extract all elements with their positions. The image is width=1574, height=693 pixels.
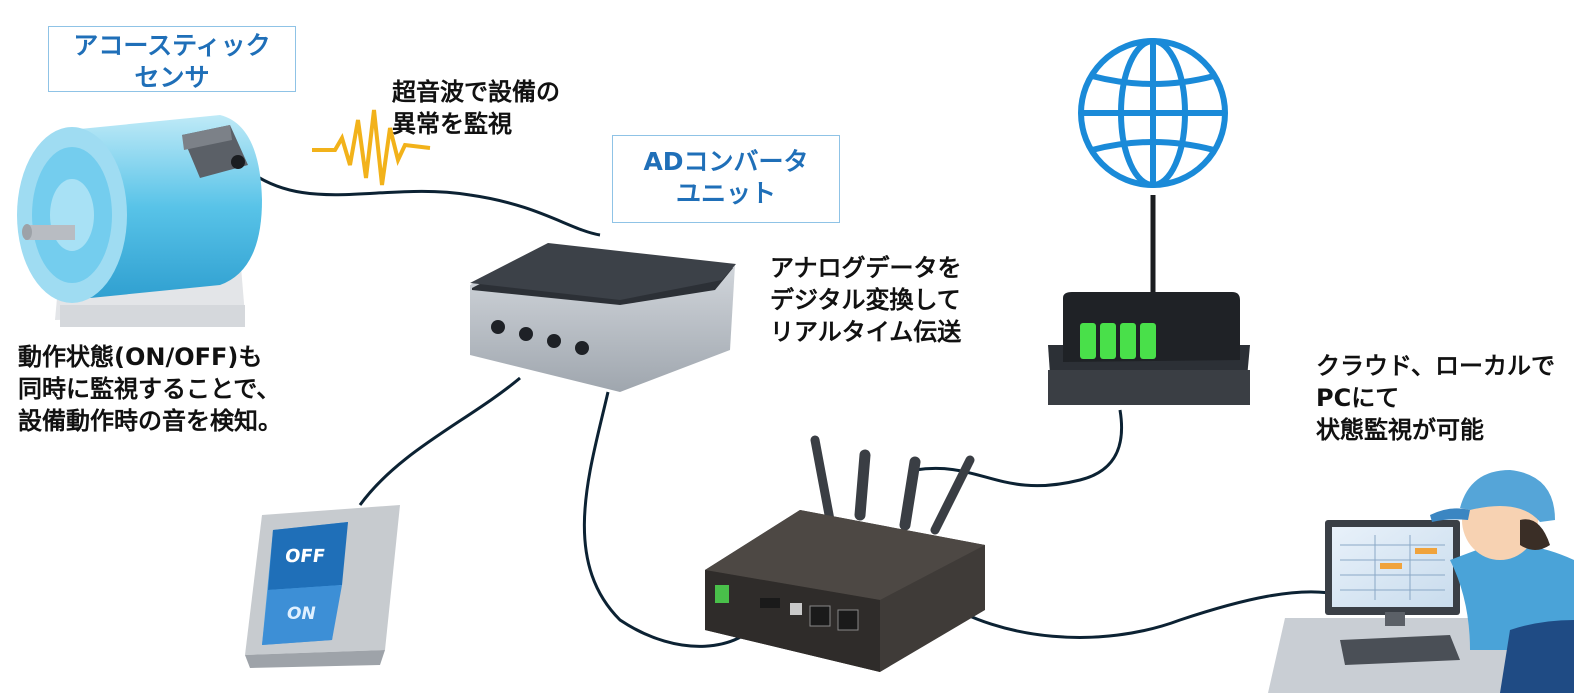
switch-off-label: OFF bbox=[283, 546, 327, 567]
onoff-note-line1: 動作状態(ON/OFF)も bbox=[18, 343, 263, 371]
cable-adc-switch bbox=[358, 376, 521, 506]
cable-sensor-adc bbox=[236, 160, 601, 237]
analog-note: アナログデータを デジタル変換して リアルタイム伝送 bbox=[770, 252, 962, 348]
cloud-note: クラウド、ローカルで PCにて 状態監視が可能 bbox=[1316, 350, 1555, 446]
acoustic-sensor-device bbox=[182, 125, 248, 178]
router-device bbox=[1048, 292, 1250, 405]
globe-icon bbox=[1078, 38, 1228, 188]
ad-converter-label: ADコンバータ ユニット bbox=[612, 135, 840, 223]
analog-note-line3: リアルタイム伝送 bbox=[770, 318, 962, 346]
cable-adc-gateway bbox=[582, 391, 762, 648]
cloud-note-line3: 状態監視が可能 bbox=[1316, 416, 1484, 444]
pc-operator bbox=[1268, 470, 1574, 693]
ad-converter-label-line2: ユニット bbox=[675, 179, 776, 208]
cable-gateway-pc bbox=[939, 590, 1341, 639]
onoff-switch-device bbox=[245, 505, 400, 668]
ultrasonic-note-line1: 超音波で設備の bbox=[392, 78, 560, 106]
cloud-note-line1: クラウド、ローカルで bbox=[1316, 352, 1556, 380]
ultrasonic-note: 超音波で設備の 異常を監視 bbox=[392, 76, 560, 140]
gateway-device bbox=[705, 435, 985, 672]
onoff-note: 動作状態(ON/OFF)も 同時に監視することで、 設備動作時の音を検知。 bbox=[18, 341, 282, 437]
ultrasonic-note-line2: 異常を監視 bbox=[392, 110, 512, 138]
switch-on-label: ON bbox=[287, 604, 316, 624]
cloud-note-line2: PCにて bbox=[1316, 384, 1400, 412]
ultrasonic-wave-icon bbox=[312, 109, 431, 186]
onoff-note-line3: 設備動作時の音を検知。 bbox=[18, 407, 282, 435]
analog-note-line1: アナログデータを bbox=[770, 254, 962, 282]
ad-converter-box bbox=[470, 243, 736, 392]
acoustic-sensor-label: アコースティック センサ bbox=[48, 26, 296, 92]
acoustic-sensor-label-line1: アコースティック bbox=[73, 31, 271, 60]
onoff-note-line2: 同時に監視することで、 bbox=[18, 375, 281, 403]
ad-converter-label-line1: ADコンバータ bbox=[643, 147, 809, 176]
motor bbox=[17, 115, 262, 327]
cable-gateway-router bbox=[914, 409, 1124, 488]
acoustic-sensor-label-line2: センサ bbox=[134, 63, 210, 92]
analog-note-line2: デジタル変換して bbox=[770, 286, 961, 314]
